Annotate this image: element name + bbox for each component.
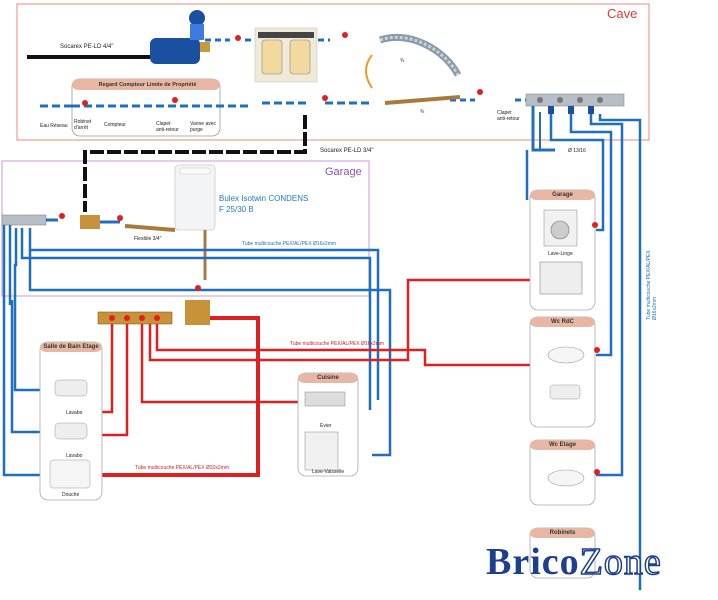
wc-rdc-fixture — [547, 346, 585, 364]
douche-fixture — [49, 459, 91, 489]
boiler-name: Bulex Isotwin CONDENS F 25/30 B — [219, 193, 308, 215]
lave-vaisselle-label: Lave-Vaisselle — [312, 469, 345, 475]
garage-zone-border — [1, 160, 370, 297]
socarex-top-label: Socarex PE-LD 4/4" — [60, 44, 114, 50]
pipe-red-20-label: Tube multicouche PEX/AL/PEX Ø20x2mm — [135, 465, 230, 471]
wc-etage-fixture — [547, 469, 585, 487]
bricozone-logo: BricoZone — [486, 540, 662, 584]
douche-label: Douche — [62, 492, 80, 498]
choice-arrow — [365, 54, 373, 89]
boiler-name-line2: F 25/30 B — [219, 205, 254, 214]
clapet-2-label: Clapet anti-retour — [497, 110, 520, 122]
compteur-label: Compteur — [104, 122, 126, 128]
flex-label-1: ¾ — [400, 58, 405, 64]
room-cuisine-title: Cuisine — [317, 375, 339, 381]
flex-label-2: ¾ — [420, 109, 425, 115]
pipe-blue-16-label: Tube multicouche PEX/AL/PEX Ø16x2mm — [242, 241, 337, 247]
lave-linge-label: Lave-Linge — [548, 251, 573, 257]
clapet-1-label: Clapet anti-retour — [156, 121, 179, 133]
eau-reseau-label: Eau Réseau — [40, 123, 68, 129]
lavabo-1-label: Lavabo — [66, 410, 83, 416]
pipe-blue-vertical-label: Tube multicouche PEX/AL/PEX Ø16x2mm — [646, 250, 658, 320]
cave-zone-border — [16, 3, 650, 141]
cave-manifold — [525, 93, 625, 107]
lavabo-2-label: Lavabo — [66, 453, 83, 459]
vanne-purge-label: Vanne avec purge — [190, 121, 217, 133]
lavabo-2-fixture — [54, 422, 88, 440]
room-wc-rdc-title: Wc RdC — [551, 319, 574, 325]
room-wc-rdc — [529, 316, 596, 428]
boiler — [174, 164, 216, 231]
logo-brico: Brico — [486, 541, 580, 583]
room-robinets-title: Robinets — [549, 530, 576, 536]
diam-label: Ø 13/16 — [568, 148, 586, 154]
room-wc-etage-title: Wc Etage — [548, 442, 576, 448]
logo-zone: Zone — [579, 540, 662, 584]
evier-label: Evier — [320, 423, 332, 429]
hot-manifold — [97, 311, 173, 325]
evier-garage-fixture — [539, 261, 583, 295]
lave-mains-fixture — [549, 384, 581, 400]
zone-title-garage: Garage — [325, 166, 362, 178]
zone-title-cave: Cave — [607, 6, 638, 21]
pipe-red-16-label: Tube multicouche PEX/AL/PEX Ø16x2mm — [290, 341, 385, 347]
socarex-mid-pipe — [83, 115, 307, 212]
meter-box-title: Regard Compteur Limite de Propriété — [98, 82, 197, 88]
boiler-name-line1: Bulex Isotwin CONDENS — [219, 194, 309, 203]
flexible-label: Flexible 3/4" — [134, 236, 162, 242]
socarex-mid-label: Socarex PE-LD 3/4" — [320, 148, 374, 154]
garage-manifold — [1, 214, 47, 226]
room-garage-title: Garage — [552, 192, 573, 198]
booster-pump — [150, 38, 200, 64]
lave-vaisselle-fixture — [304, 431, 339, 471]
room-sdb-title: Salle de Bain Etage — [43, 344, 99, 350]
lavabo-1-fixture — [54, 379, 88, 397]
evier-fixture — [304, 391, 346, 407]
robinet-arret-label: Robinet d'arrêt — [74, 119, 92, 131]
